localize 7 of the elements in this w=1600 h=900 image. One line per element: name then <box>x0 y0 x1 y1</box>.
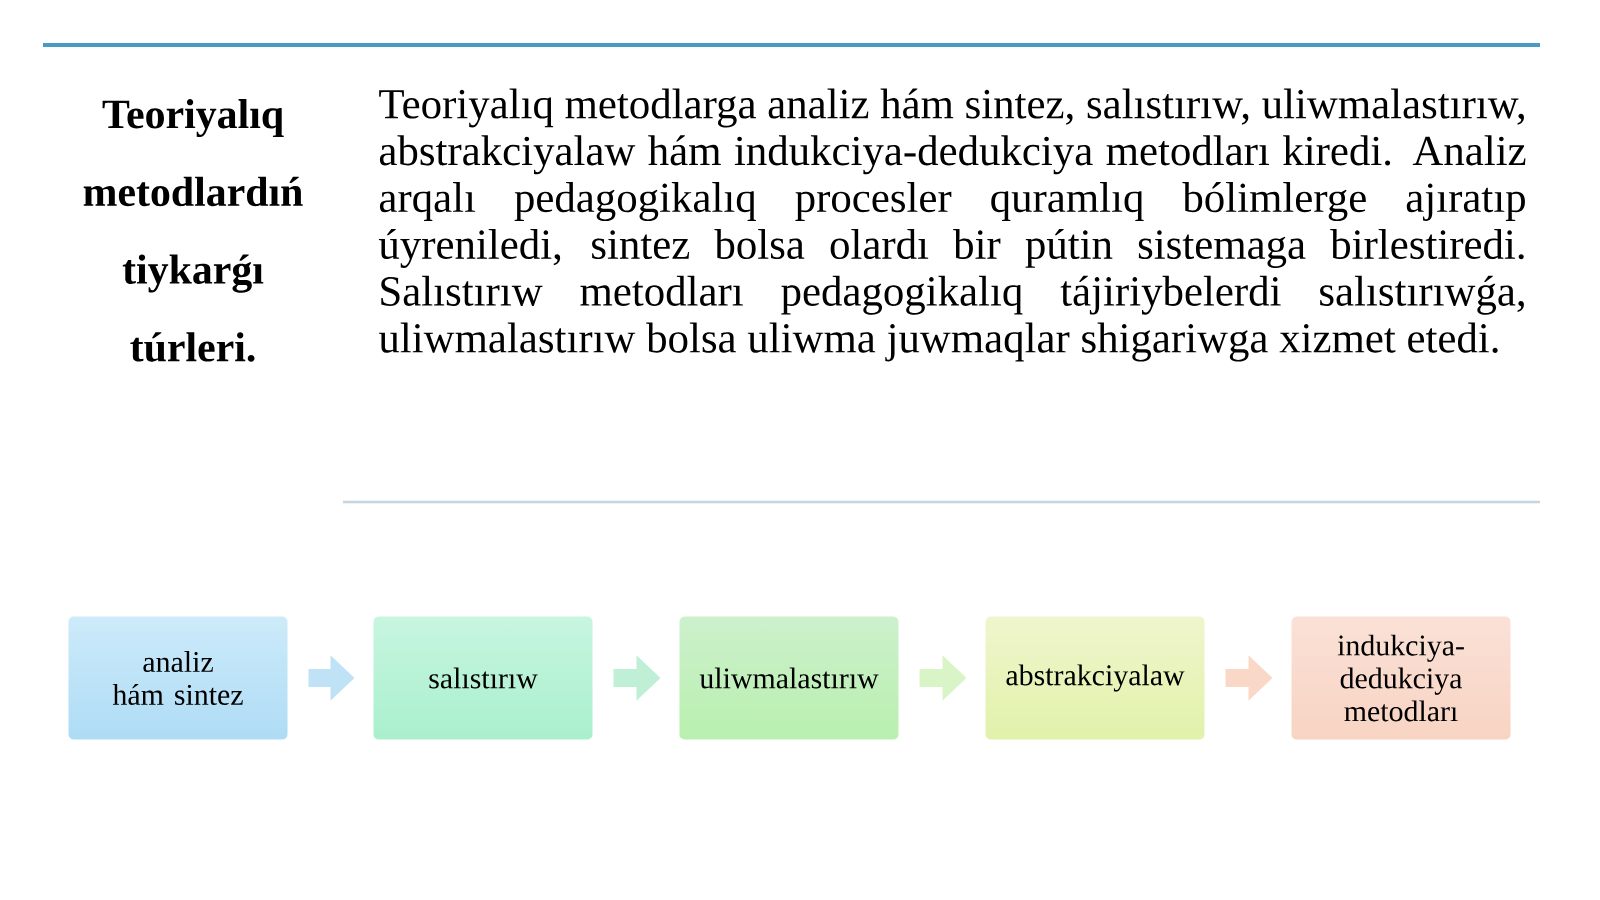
process-box: indukciya-dedukciya metodları <box>1290 615 1512 741</box>
process-box: abstrakciyalaw <box>984 615 1206 741</box>
heading: Teoriyalıq metodlardıń tiykarǵı túrleri. <box>83 99 303 362</box>
process-box: salıstırıw <box>372 615 594 741</box>
process-box: uliwmalastırıw <box>678 615 900 741</box>
process-box: analiz hám sintez <box>67 615 289 741</box>
paragraph: Teoriyalıq metodlarga analiz hám sintez, salıstırıw, uliwmalastırıw, abstrakciyalaw hám indukciya-dedukciya metodları kiredi. Analiz arqalı pedagogikalıq procesler quramlıq bólimlerge ajıratıp úyreniledi, sintez bolsa olardı bir pútin sistemaga birlestiredi. Salıstırıw metodları pedagogikalıq tájiriybelerdi salıstırıwǵa, uliwmalastırıw bolsa uliwma juwmaqlar shigariwga xizmet etedi. <box>378 88 1526 362</box>
